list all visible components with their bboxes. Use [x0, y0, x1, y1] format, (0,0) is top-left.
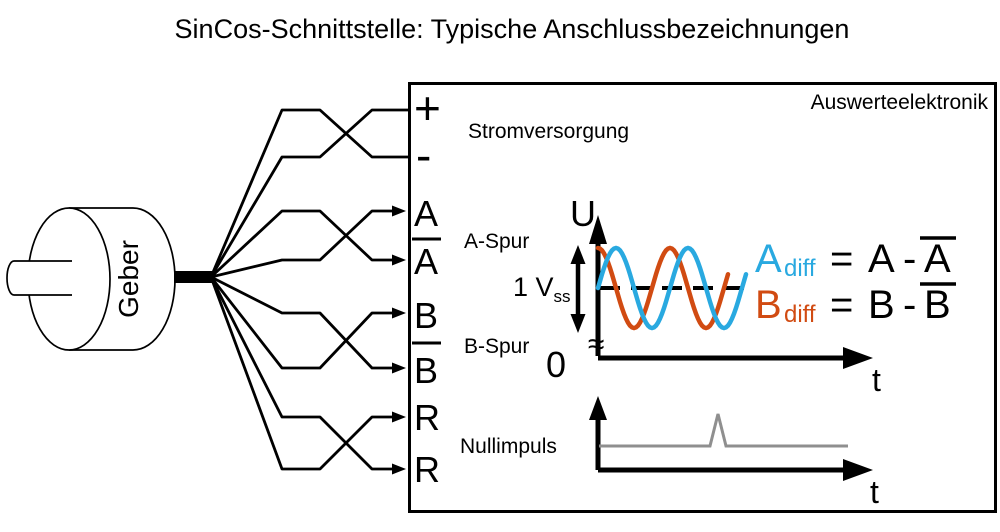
arrowhead-a-bar	[392, 254, 406, 266]
terminal-b-bar: B	[414, 350, 438, 391]
terminal-r2: R	[414, 449, 440, 490]
signal-plot: U ≈ 0 t 1 Vss	[513, 193, 881, 398]
terminal-b: B	[414, 295, 438, 336]
amplitude-subscript: ss	[554, 287, 571, 306]
terminal-a: A	[414, 193, 438, 234]
amplitude-arrow-up-icon	[570, 245, 586, 264]
pulse-plot: t	[589, 396, 879, 510]
equation-b-diff: Bdiff=B-B	[755, 283, 951, 328]
terminal-minus: -	[416, 129, 431, 181]
terminal-labels: + - A A B B R R	[412, 82, 441, 490]
pulse-x-axis-arrowhead-icon	[843, 459, 873, 481]
group-a-track: A-Spur	[464, 230, 529, 253]
pulse-signal-line	[599, 413, 848, 448]
amplitude-label: 1 Vss	[513, 272, 571, 306]
electronics-box-label: Auswerteelektronik	[811, 91, 989, 114]
group-nullpulse: Nullimpuls	[460, 435, 557, 458]
equations: Adiff=A-A Bdiff=B-B	[755, 236, 956, 328]
origin-label: 0	[546, 344, 566, 385]
terminal-plus: +	[414, 82, 441, 134]
wire-b-pair-2	[209, 276, 393, 370]
wire-a-pair-2	[210, 209, 393, 279]
wire-plus-to-minus	[209, 108, 408, 278]
axis-break-symbol: ≈	[588, 328, 604, 361]
encoder-cable	[174, 271, 212, 283]
x-axis-label: t	[872, 362, 881, 398]
pulse-x-axis-label: t	[870, 474, 879, 510]
encoder-shaft	[6, 260, 72, 296]
x-axis-arrowhead-icon	[843, 347, 873, 369]
arrowhead-b	[392, 307, 406, 319]
terminal-a-bar: A	[414, 241, 438, 282]
wave-a	[595, 245, 749, 331]
encoder-device: Geber	[6, 207, 212, 351]
equation-a-diff: Adiff=A-A	[755, 237, 951, 282]
wire-b-pair-1	[210, 275, 393, 370]
arrowhead-b-bar	[392, 362, 406, 374]
pulse-y-axis-arrowhead-icon	[589, 396, 607, 420]
group-b-track: B-Spur	[464, 335, 529, 358]
wire-harness	[209, 108, 408, 475]
arrowhead-r	[392, 411, 406, 423]
y-axis-arrowhead-icon	[589, 215, 607, 244]
encoder-label: Geber	[113, 240, 144, 318]
terminal-r: R	[414, 397, 440, 438]
amplitude-arrow-down-icon	[570, 314, 586, 333]
y-axis-label: U	[570, 193, 596, 234]
wire-minus-to-plus	[209, 108, 408, 278]
page-title: SinCos-Schnittstelle: Typische Anschluss…	[175, 14, 850, 44]
signal-group-labels: Stromversorgung A-Spur B-Spur Nullimpuls	[460, 120, 629, 458]
wire-r-pair-1	[209, 276, 393, 471]
wave-b	[595, 245, 731, 331]
arrowhead-r-bar	[392, 463, 406, 475]
electronics-box	[408, 82, 997, 513]
arrowhead-a	[392, 205, 406, 217]
wire-a-pair-1	[210, 209, 393, 279]
group-power: Stromversorgung	[468, 120, 629, 143]
wire-r-pair-2	[209, 276, 393, 471]
